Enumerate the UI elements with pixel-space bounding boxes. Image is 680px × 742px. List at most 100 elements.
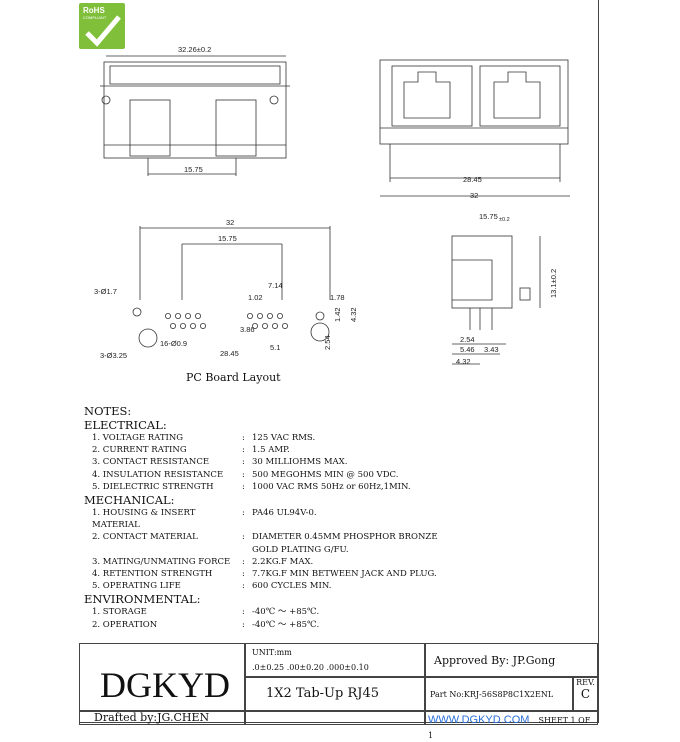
spec-row: 2. CONTACT MATERIAL:DIAMETER 0.45MM PHOS… xyxy=(84,531,438,543)
spec-key: 1. HOUSING & INSERT MATERIAL xyxy=(92,508,196,531)
spec-row: 3. MATING/UNMATING FORCE:2.2KG.F MAX. xyxy=(84,556,438,568)
rohs-subtitle: COMPLIANT xyxy=(83,15,107,20)
website-link[interactable]: WWW.DGKYD.COM xyxy=(428,714,530,726)
spec-key: 4. INSULATION RESISTANCE xyxy=(92,469,224,480)
rohs-badge: RoHS COMPLIANT xyxy=(79,3,125,49)
dim-side-height: 13.1±0.2 xyxy=(549,269,558,298)
dim-side-tol: ±0.2 xyxy=(499,217,510,223)
dim-714: 7.14 xyxy=(268,281,283,290)
dim-front-total: 32 xyxy=(470,191,478,200)
part-number-cell: Part No:KRJ-56S8P8C1X2ENL xyxy=(425,677,573,711)
dim-2845: 28.45 xyxy=(220,349,239,358)
rev-value: C xyxy=(580,687,591,701)
dim-pcb-total: 32 xyxy=(226,218,234,227)
title-block: DGKYD UNIT:mm .0±0.25 .00±0.20 .000±0.10… xyxy=(79,643,598,740)
part-number: Part No:KRJ-56S8P8C1X2ENL xyxy=(430,690,554,699)
dim-pcb-span: 15.75 xyxy=(218,234,237,243)
spec-value: 30 MILLIOHMS MAX. xyxy=(252,457,348,468)
dim-142: 1.42 xyxy=(333,307,342,322)
dim-51: 5.1 xyxy=(270,343,280,352)
spec-value: DIAMETER 0.45MM PHOSPHOR BRONZE xyxy=(252,532,438,543)
notes-title: NOTES: xyxy=(84,404,132,418)
front-view xyxy=(379,59,570,197)
notes-section: NOTES: ELECTRICAL: 1. VOLTAGE RATING:125… xyxy=(84,404,438,631)
product-name: 1X2 Tab-Up RJ45 xyxy=(266,686,380,701)
spec-value: -40℃ ～ +85℃. xyxy=(252,619,320,630)
spec-key: 2. CURRENT RATING xyxy=(92,445,187,456)
spec-row: GOLD PLATING G/FU. xyxy=(84,544,438,556)
spec-value: 125 VAC RMS. xyxy=(252,433,316,443)
spec-value: 500 MEGOHMS MIN @ 500 VDC. xyxy=(252,469,399,480)
rev-label: REV. xyxy=(576,678,595,687)
dim-side-546: 5.46 xyxy=(460,345,475,354)
spec-key: 3. CONTACT RESISTANCE xyxy=(92,457,210,468)
spec-value: 2.2KG.F MAX. xyxy=(252,556,314,567)
spec-row: 2. OPERATION:-40℃ ～ +85℃. xyxy=(84,619,438,631)
spec-row: 4. INSULATION RESISTANCE:500 MEGOHMS MIN… xyxy=(84,469,438,481)
spec-key: 3. MATING/UNMATING FORCE xyxy=(92,556,231,567)
dim-top-width: 32.26±0.2 xyxy=(178,45,211,54)
dim-432: 4.32 xyxy=(349,307,358,322)
spec-row: 4. RETENTION STRENGTH:7.7KG.F MIN BETWEE… xyxy=(84,568,438,580)
spec-row: 5. DIELECTRIC STRENGTH:1000 VAC RMS 50Hz… xyxy=(84,481,438,493)
dim-side-432: 4.32 xyxy=(456,357,471,366)
product-name-cell: 1X2 Tab-Up RJ45 xyxy=(245,677,425,711)
dim-386: 3.86 xyxy=(240,325,255,334)
spec-key: 5. DIELECTRIC STRENGTH xyxy=(92,481,214,492)
spec-value: 7.7KG.F MIN BETWEEN JACK AND PLUG. xyxy=(252,569,437,580)
sheet-border xyxy=(79,0,599,723)
company-logo-text: DGKYD xyxy=(100,665,230,705)
spec-row: 1. VOLTAGE RATING:125 VAC RMS. xyxy=(84,432,438,444)
spec-value: 1.5 AMP. xyxy=(252,445,290,456)
spec-row: 3. CONTACT RESISTANCE:30 MILLIOHMS MAX. xyxy=(84,456,438,468)
drawing-sheet: RoHS COMPLIANT xyxy=(79,0,599,740)
spec-key: 2. OPERATION xyxy=(92,619,158,630)
spec-value: 600 CYCLES MIN. xyxy=(252,581,332,592)
approved-by: Approved By: JP.Gong xyxy=(434,654,556,667)
top-view xyxy=(100,55,290,176)
hole-17-label: 3-Ø1.7 xyxy=(94,287,117,296)
spec-value: -40℃ ～ +85℃. xyxy=(252,607,320,618)
electrical-title: ELECTRICAL: xyxy=(84,418,167,432)
drafted-by: Drafted by:JG.CHEN xyxy=(94,711,210,724)
environmental-title: ENVIRONMENTAL: xyxy=(84,592,201,607)
rev-cell: REV. C xyxy=(573,677,598,711)
spec-value: PA46 UL94V-0. xyxy=(252,508,317,519)
hole-09-label: 16-Ø0.9 xyxy=(160,339,187,348)
dim-178: 1.78 xyxy=(330,293,345,302)
dim-top-inner: 15.75 xyxy=(184,165,203,174)
blank-cell xyxy=(245,711,425,725)
mechanical-title: MECHANICAL: xyxy=(84,493,175,508)
web-cell: WWW.DGKYD.COM SHEET 1 OF 1 xyxy=(425,711,598,740)
unit-label: UNIT:mm xyxy=(252,648,292,657)
dim-102: 1.02 xyxy=(248,293,263,302)
spec-key: 1. VOLTAGE RATING xyxy=(92,433,184,443)
spec-value: 1000 VAC RMS 50Hz or 60Hz,1MIN. xyxy=(252,481,411,492)
company-cell: DGKYD xyxy=(79,643,245,711)
spec-key: 5. OPERATING LIFE xyxy=(92,581,181,592)
spec-key: 4. RETENTION STRENGTH xyxy=(92,569,213,580)
spec-value: GOLD PLATING G/FU. xyxy=(252,544,349,555)
dim-254: 2.54 xyxy=(323,335,332,350)
spec-row: 5. OPERATING LIFE:600 CYCLES MIN. xyxy=(84,580,438,592)
checkmark-icon xyxy=(85,15,121,47)
dim-front-inner: 28.45 xyxy=(463,175,482,184)
drafted-cell: Drafted by:JG.CHEN xyxy=(79,711,245,725)
rohs-title: RoHS xyxy=(83,6,105,15)
spec-key: 2. CONTACT MATERIAL xyxy=(92,532,198,543)
side-view xyxy=(451,235,541,365)
spec-row: 1. STORAGE:-40℃ ～ +85℃. xyxy=(84,606,438,618)
pcb-layout-label: PC Board Layout xyxy=(186,371,281,384)
spec-key: 1. STORAGE xyxy=(92,607,147,618)
technical-drawings: 32.26±0.2 15.75 28.45 32 32 15.75 7.14 1… xyxy=(94,45,570,366)
approved-cell: Approved By: JP.Gong xyxy=(425,643,598,677)
dim-side-343: 3.43 xyxy=(484,345,499,354)
dim-side-254: 2.54 xyxy=(460,335,475,344)
spec-row: 1. HOUSING & INSERT MATERIAL:PA46 UL94V-… xyxy=(84,507,438,531)
pcb-layout-view xyxy=(132,226,331,348)
tolerance-label: .0±0.25 .00±0.20 .000±0.10 xyxy=(252,663,369,672)
spec-row: 2. CURRENT RATING:1.5 AMP. xyxy=(84,444,438,456)
dim-side-top: 15.75 xyxy=(479,212,498,221)
hole-325-label: 3-Ø3.25 xyxy=(100,351,127,360)
unit-cell: UNIT:mm .0±0.25 .00±0.20 .000±0.10 xyxy=(245,643,425,677)
